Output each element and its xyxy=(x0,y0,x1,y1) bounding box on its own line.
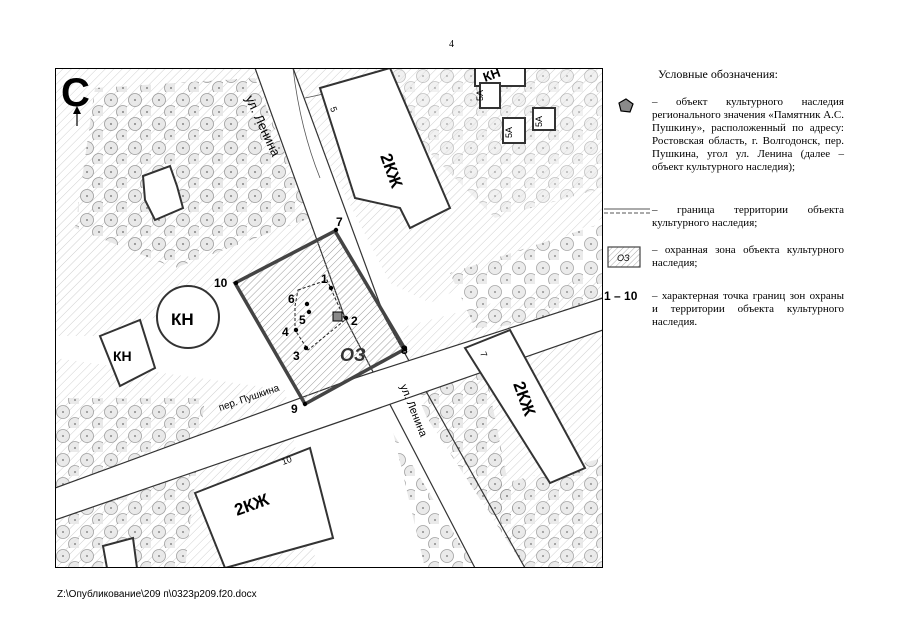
building-2kzh-5 xyxy=(318,68,452,230)
point-label-1: 1 xyxy=(321,272,328,286)
legend-text: – граница территории объекта культурного… xyxy=(652,204,844,229)
building-generic-1 xyxy=(141,164,185,222)
building-kn-top xyxy=(474,68,526,87)
point-label-5: 5 xyxy=(299,313,306,327)
heritage-object-icon xyxy=(604,96,650,120)
legend-text: – характерная точка границ зон охраны и … xyxy=(652,290,844,328)
zone-label: ОЗ xyxy=(340,345,366,365)
map: 2КЖ 5 2КЖ 7 2КЖ 10 КН КН КН 5А 5А 5А ул.… xyxy=(55,68,603,568)
building-label: 5А xyxy=(475,90,485,101)
building-5a-1 xyxy=(479,82,501,109)
point-label-7: 7 xyxy=(336,215,343,229)
page-number: 4 xyxy=(449,39,454,50)
building-label: 5А xyxy=(534,116,544,127)
building-labels: 2КЖ 5 2КЖ 7 2КЖ 10 КН КН КН 5А 5А 5А xyxy=(113,68,544,520)
buildings xyxy=(98,68,587,568)
point-label-4: 4 xyxy=(282,325,289,339)
point-label-8: 8 xyxy=(401,343,408,357)
building-number: 5 xyxy=(328,105,339,113)
legend-title: Условные обозначения: xyxy=(658,67,779,81)
north-arrow: С xyxy=(61,71,90,126)
building-kn-round xyxy=(156,285,220,349)
zone-symbol-label: ОЗ xyxy=(617,253,630,263)
building-2kzh-10 xyxy=(193,446,335,568)
footer-path: Z:\Опубликование\209 п\0323р209.f20.docx xyxy=(57,589,257,600)
territory-boundary xyxy=(294,279,346,351)
heritage-object-marker xyxy=(332,311,343,322)
roads xyxy=(55,68,603,568)
building-label: КН xyxy=(171,310,194,329)
building-number: 10 xyxy=(280,454,293,467)
legend-text: – охранная зона объекта культурного насл… xyxy=(652,244,844,269)
point-label-9: 9 xyxy=(291,402,298,416)
north-letter: С xyxy=(61,71,90,115)
building-2kzh-7 xyxy=(463,328,587,485)
building-label: КН xyxy=(113,348,132,364)
point-label-2: 2 xyxy=(351,314,358,328)
building-label: 5А xyxy=(504,127,514,138)
point-range-symbol: 1 – 10 xyxy=(604,289,638,303)
building-8 xyxy=(101,536,139,568)
building-5a-2 xyxy=(502,117,526,144)
building-label: КН xyxy=(481,68,502,85)
building-number: 7 xyxy=(478,350,489,358)
territory-boundary-icon xyxy=(604,204,650,224)
point-label-6: 6 xyxy=(288,292,295,306)
building-kn-small xyxy=(98,318,157,388)
characteristic-points: 1 2 3 4 5 6 7 8 9 10 xyxy=(214,215,408,416)
building-5a-3 xyxy=(532,107,556,131)
protection-zone-icon: ОЗ xyxy=(604,244,650,274)
point-label-10: 10 xyxy=(214,276,228,290)
legend-text: – объект культурного наследия региональн… xyxy=(652,96,845,173)
map-canvas: 2КЖ 5 2КЖ 7 2КЖ 10 КН КН КН 5А 5А 5А ул.… xyxy=(55,68,603,568)
point-label-3: 3 xyxy=(293,349,300,363)
